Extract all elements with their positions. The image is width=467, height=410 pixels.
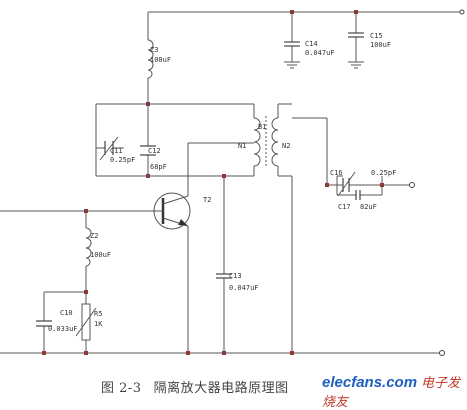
label-t2: T2 xyxy=(203,196,211,204)
rail-terminal-top xyxy=(459,9,465,15)
capacitor-c16 xyxy=(337,171,356,197)
label-c14-value: 0.047uF xyxy=(305,49,335,57)
label-z3-ref: Z3 xyxy=(150,46,158,54)
label-z2-value: 100uF xyxy=(90,251,111,259)
label-c10-value: 0.033uF xyxy=(48,325,78,333)
label-c16-ref: C16 xyxy=(330,169,343,177)
label-c12-ref: C12 xyxy=(148,147,161,155)
wires xyxy=(0,11,462,354)
capacitor-c17 xyxy=(355,190,361,200)
junction-dots xyxy=(42,10,384,355)
transistor-t2 xyxy=(150,192,191,230)
figure-caption: 图 2-3 隔离放大器电路原理图 xyxy=(101,377,289,396)
label-c11-ref: C11 xyxy=(110,147,123,155)
ground-symbol-c15 xyxy=(348,61,364,69)
label-c11-value: 0.25pF xyxy=(110,156,135,164)
capacitor-c10 xyxy=(36,320,52,327)
transformer-n2-coil xyxy=(271,117,279,167)
label-r5-ref: R5 xyxy=(94,310,102,318)
transformer-n1-coil xyxy=(253,117,261,167)
watermark-site: elecfans.com xyxy=(322,374,418,391)
ground-symbol-c14 xyxy=(284,61,300,69)
capacitor-c15 xyxy=(348,32,364,62)
inductor-z2 xyxy=(85,227,92,267)
label-n1: N1 xyxy=(238,142,246,150)
capacitor-c12 xyxy=(140,145,156,156)
label-c10-ref: C10 xyxy=(60,309,73,317)
label-c13-value: 0.047uF xyxy=(229,284,259,292)
output-terminal xyxy=(409,182,415,188)
label-b1: B1 xyxy=(258,123,266,131)
rail-terminal-right xyxy=(439,350,445,356)
label-n2: N2 xyxy=(282,142,290,150)
resistor-r5 xyxy=(75,303,97,341)
label-c16-value: 0.25pF xyxy=(371,169,396,177)
label-r5-value: 1K xyxy=(94,320,103,328)
label-c17-value: 82uF xyxy=(360,203,377,211)
label-c15-value: 100uF xyxy=(370,41,391,49)
label-c17-ref: C17 xyxy=(338,203,351,211)
label-c15-ref: C15 xyxy=(370,32,383,40)
capacitor-c14 xyxy=(284,41,300,62)
label-c12-value: 68pF xyxy=(150,163,167,171)
label-c14-ref: C14 xyxy=(305,40,318,48)
label-z2-ref: Z2 xyxy=(90,232,98,240)
label-c13-ref: C13 xyxy=(229,272,242,280)
capacitor-c11 xyxy=(99,136,119,161)
inductor-z3 xyxy=(147,39,154,79)
figure-title: 隔离放大器电路原理图 xyxy=(153,381,289,396)
label-z3-value: 100uF xyxy=(150,56,171,64)
figure-number: 图 2-3 xyxy=(101,381,142,396)
capacitor-c13 xyxy=(216,273,232,279)
